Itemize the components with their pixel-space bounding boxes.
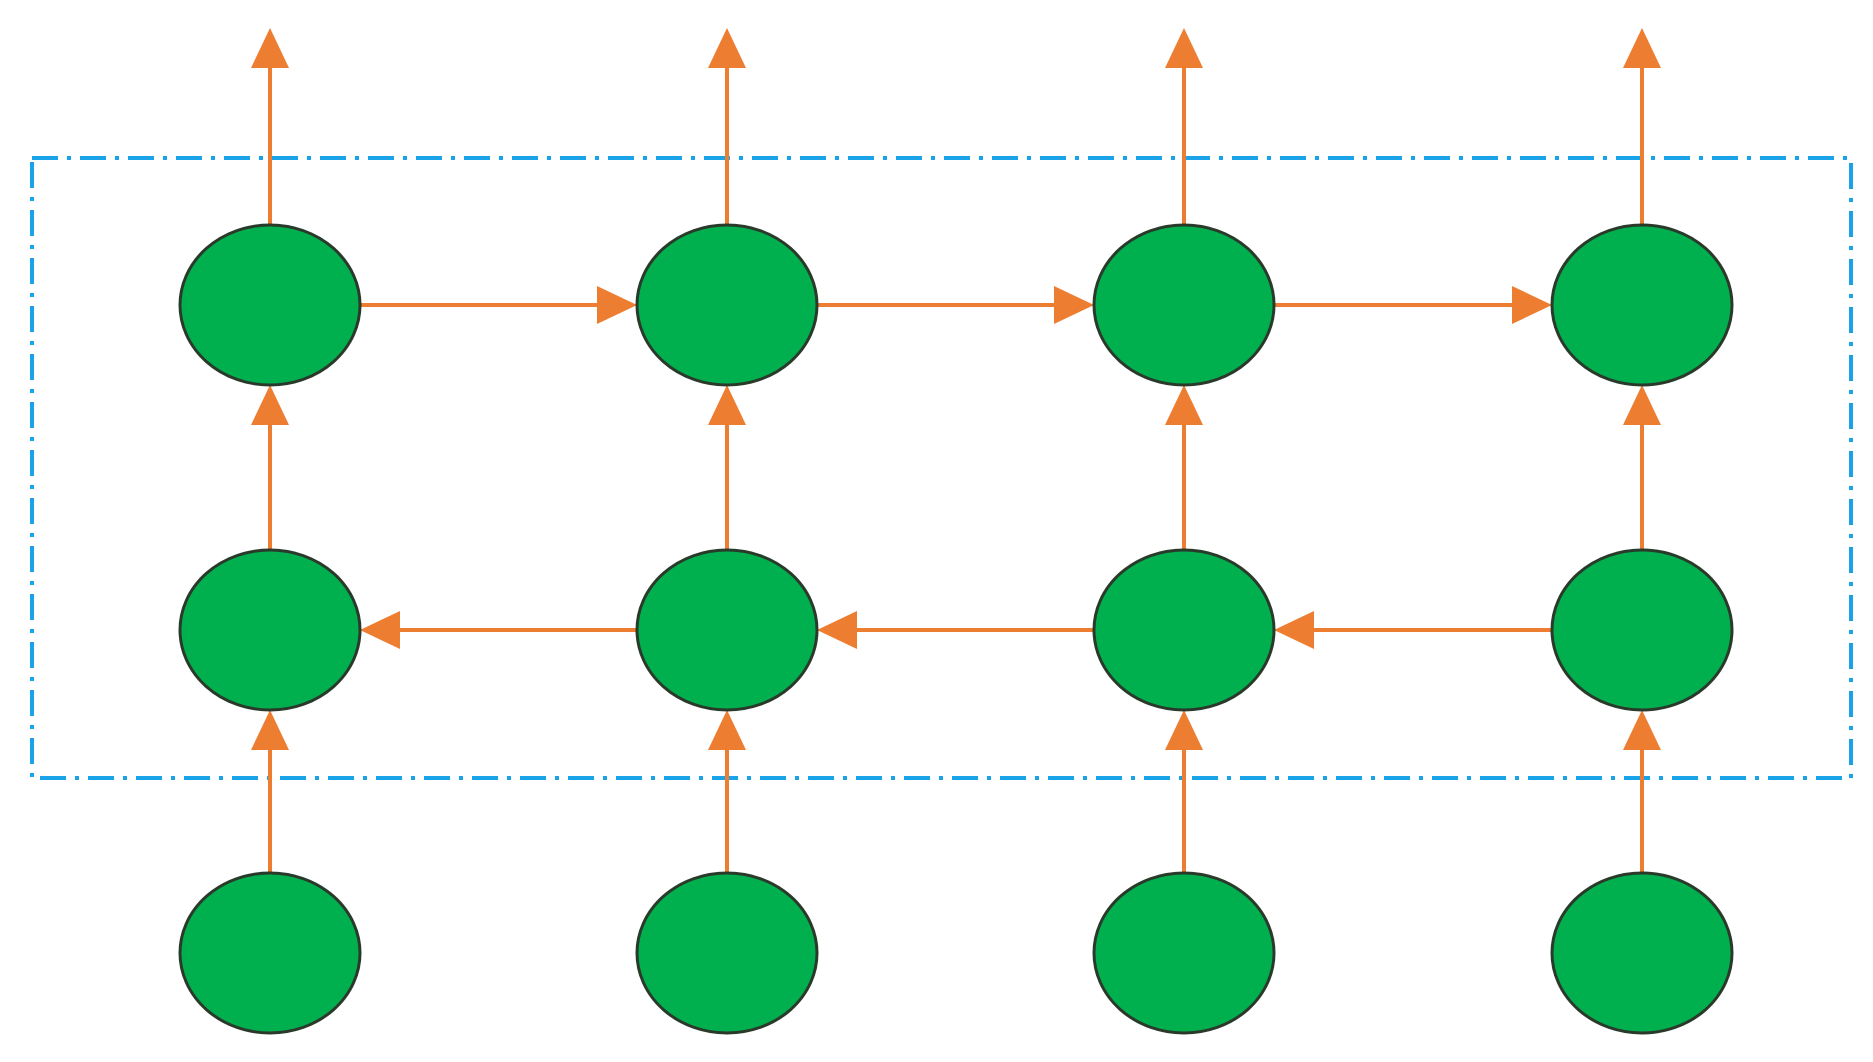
hidden-layer-group-border bbox=[30, 156, 1853, 780]
arrow-head bbox=[251, 28, 289, 68]
node-input-1 bbox=[178, 871, 362, 1035]
arrow-head bbox=[597, 286, 637, 324]
arrow-head bbox=[708, 710, 746, 750]
node-backward-3 bbox=[1092, 548, 1276, 712]
arrow-backward-3-to-forward-3 bbox=[1165, 385, 1203, 550]
arrow-forward-2-to-forward-3 bbox=[817, 286, 1094, 324]
node-backward-4 bbox=[1550, 548, 1734, 712]
arrow-input-1-to-backward-1 bbox=[251, 710, 289, 873]
arrow-backward-4-to-backward-3 bbox=[1274, 611, 1552, 649]
node-input-3 bbox=[1092, 871, 1276, 1035]
arrow-head bbox=[1054, 286, 1094, 324]
arrow-backward-1-to-forward-1 bbox=[251, 385, 289, 550]
arrow-backward-3-to-backward-2 bbox=[817, 611, 1094, 649]
arrow-head bbox=[1274, 611, 1314, 649]
arrow-head bbox=[817, 611, 857, 649]
arrow-backward-2-to-backward-1 bbox=[360, 611, 637, 649]
arrow-head bbox=[1165, 28, 1203, 68]
arrow-input-2-to-backward-2 bbox=[708, 710, 746, 873]
arrow-head bbox=[1165, 385, 1203, 425]
arrow-head bbox=[708, 28, 746, 68]
arrow-head bbox=[251, 385, 289, 425]
arrow-forward-2-to-output-2 bbox=[708, 28, 746, 225]
arrow-forward-3-to-forward-4 bbox=[1274, 286, 1552, 324]
arrow-head bbox=[1512, 286, 1552, 324]
node-forward-2 bbox=[635, 223, 819, 387]
arrow-input-4-to-backward-4 bbox=[1623, 710, 1661, 873]
node-backward-1 bbox=[178, 548, 362, 712]
node-forward-1 bbox=[178, 223, 362, 387]
arrow-forward-3-to-output-3 bbox=[1165, 28, 1203, 225]
arrow-head bbox=[1623, 28, 1661, 68]
node-forward-3 bbox=[1092, 223, 1276, 387]
arrow-head bbox=[1623, 385, 1661, 425]
node-input-4 bbox=[1550, 871, 1734, 1035]
node-forward-4 bbox=[1550, 223, 1734, 387]
node-input-2 bbox=[635, 871, 819, 1035]
arrow-head bbox=[1165, 710, 1203, 750]
arrow-head bbox=[708, 385, 746, 425]
arrow-forward-1-to-forward-2 bbox=[360, 286, 637, 324]
arrow-backward-2-to-forward-2 bbox=[708, 385, 746, 550]
arrow-head bbox=[1623, 710, 1661, 750]
node-backward-2 bbox=[635, 548, 819, 712]
arrow-forward-4-to-output-4 bbox=[1623, 28, 1661, 225]
arrow-backward-4-to-forward-4 bbox=[1623, 385, 1661, 550]
arrow-input-3-to-backward-3 bbox=[1165, 710, 1203, 873]
arrow-head bbox=[360, 611, 400, 649]
arrow-forward-1-to-output-1 bbox=[251, 28, 289, 225]
arrow-head bbox=[251, 710, 289, 750]
